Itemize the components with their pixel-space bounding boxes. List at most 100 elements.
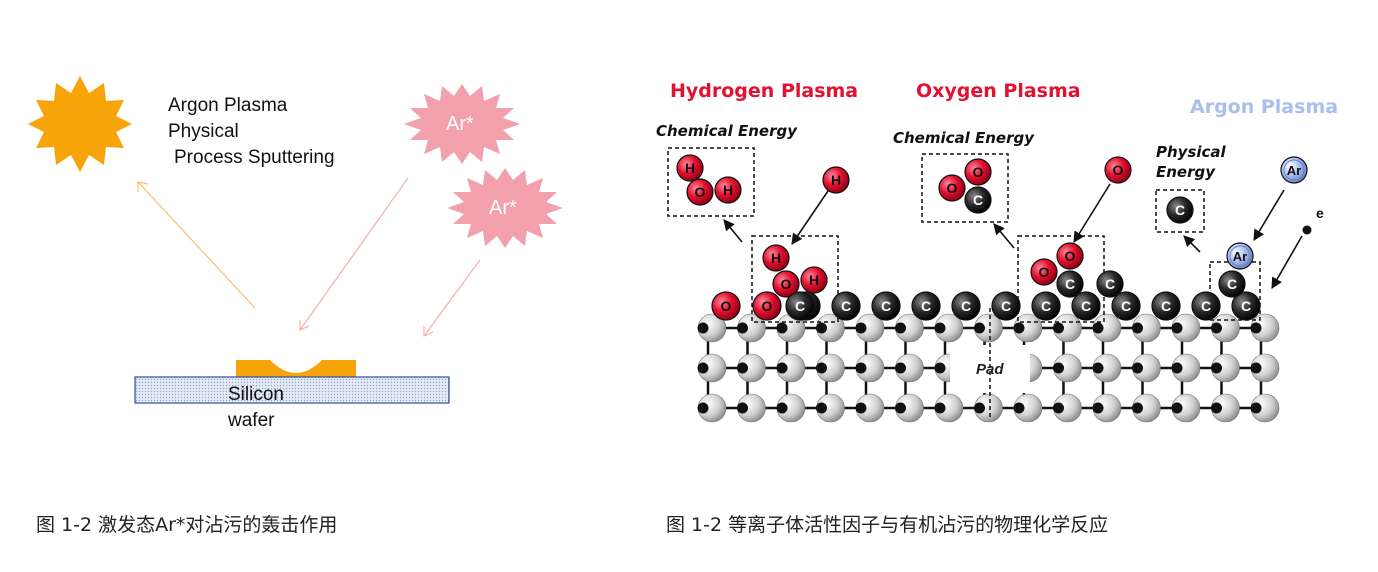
carbon-atom-label: C [1175,202,1185,218]
carbon-atom: C [1151,291,1181,321]
silicon-core [855,402,867,414]
argon-atom-label: Ar [1233,249,1247,264]
carbon-atom-label: C [841,298,851,314]
carbon-atom: C [1111,291,1141,321]
left-caption: 图 1-2 激发态Ar*对沾污的轰击作用 [36,514,338,536]
carbon-atom-label: C [973,192,983,208]
oxygen-atom: O [938,174,966,202]
carbon-atom: C [1056,270,1084,298]
oxygen-atom-label: O [1065,248,1076,264]
carbon-atom-label: C [961,298,971,314]
ar-star-2-label: Ar* [489,197,517,219]
silicon-core [1053,362,1064,374]
argon-label-line3: Process Sputtering [174,147,335,168]
h-product-box [667,147,755,217]
carbon-atom-label: C [795,298,805,314]
carbon-atom-label: C [881,298,891,314]
oxygen-atom-label: O [1039,264,1050,280]
hydrogen-atom: H [714,176,742,204]
carbon-atom: C [831,291,861,321]
carbon-atom: C [991,291,1021,321]
carbon-atom: C [785,291,815,321]
hydrogen-atom-label: H [831,172,841,188]
carbon-atom-label: C [1241,298,1251,314]
hydrogen-atom: H [676,154,704,182]
carbon-atom-label: C [1201,298,1211,314]
wafer-label-line1: Silicon [228,384,284,405]
physical-energy-line1: Physical [1156,143,1226,161]
oxygen-atom-label: O [1113,162,1124,178]
carbon-atom: C [871,291,901,321]
carbon-atom-label: C [1161,298,1171,314]
silicon-core [776,322,788,334]
hydrogen-atom-label: H [685,160,695,176]
hydrogen-atom: H [762,244,790,272]
electron-label: e [1316,205,1324,221]
ar-star-1-icon [404,84,520,164]
silicon-core [1092,362,1104,374]
silicon-core [737,322,748,334]
silicon-core [1092,322,1104,334]
h-outgoing-arrow [723,219,743,243]
ar-incoming-arrow [1253,189,1285,241]
silicon-core [1211,322,1222,334]
o-product-box [921,153,1009,223]
o-incoming-arrow [1073,183,1111,243]
wafer-label-line2: wafer [228,410,275,431]
molecules: OOCCCCCCCCCCCCHOHHHOHCOOCOOOCCCArArC [676,154,1308,321]
silicon-core [697,402,709,414]
silicon-core [776,402,788,414]
carbon-atom-label: C [1105,276,1115,292]
right-caption: 图 1-2 等离子体活性因子与有机沾污的物理化学反应 [666,514,1109,536]
ar-star-1-label: Ar* [446,113,474,135]
argon-atom: Ar [1226,242,1254,270]
oxygen-atom-label: O [721,298,732,314]
oxygen-atom-label: O [781,276,792,292]
oxygen-atom-label: O [695,184,706,200]
argon-plasma-label: Argon Plasma Physical Process Sputtering [168,93,335,171]
hydrogen-atom: H [822,166,850,194]
oxygen-atom: O [711,291,741,321]
silicon-core [816,362,827,374]
silicon-core [697,362,709,374]
silicon-wafer [134,376,450,404]
carbon-atom: C [1071,291,1101,321]
oxygen-atom: O [1030,258,1058,286]
ar-star-2-icon [447,168,563,248]
carbon-atom: C [1166,196,1194,224]
silicon-core [1250,402,1262,414]
silicon-core [895,362,906,374]
c-product-box [1155,189,1205,233]
oxygen-atom: O [1056,242,1084,270]
silicon-core [974,402,985,414]
silicon-core [1211,402,1222,414]
right-diagram: Pad e OOCCCCCCCCCCCCHOHHHOHCOOCOOOCCCArA… [667,147,1324,423]
carbon-atom: C [1031,291,1061,321]
silicon-core [895,322,906,334]
silicon-core [1132,362,1143,374]
sun-burst-icon [28,76,132,172]
carbon-atom: C [1231,291,1261,321]
argon-plasma-title: Argon Plasma [1190,96,1339,118]
pad-label: Pad [976,361,1004,378]
silicon-core [1013,402,1025,414]
carbon-atom-label: C [1081,298,1091,314]
c-outgoing-arrow [1183,235,1201,253]
physical-energy-label: Physical Energy [1156,142,1226,182]
silicon-core [1250,322,1262,334]
silicon-core [1053,402,1064,414]
silicon-core [1171,362,1183,374]
reflected-arrow [137,181,256,309]
hydrogen-atom-label: H [809,272,819,288]
silicon-core [1211,362,1222,374]
argon-label-line1: Argon Plasma [168,95,288,116]
hydrogen-atom-label: H [771,250,781,266]
physical-energy-line2: Energy [1156,163,1216,181]
silicon-core [1053,322,1064,334]
silicon-core [1171,402,1183,414]
silicon-core [934,402,946,414]
silicon-lattice [697,313,1280,423]
oxygen-atom-label: O [973,164,984,180]
silicon-core [816,402,827,414]
oxygen-atom-label: O [762,298,773,314]
